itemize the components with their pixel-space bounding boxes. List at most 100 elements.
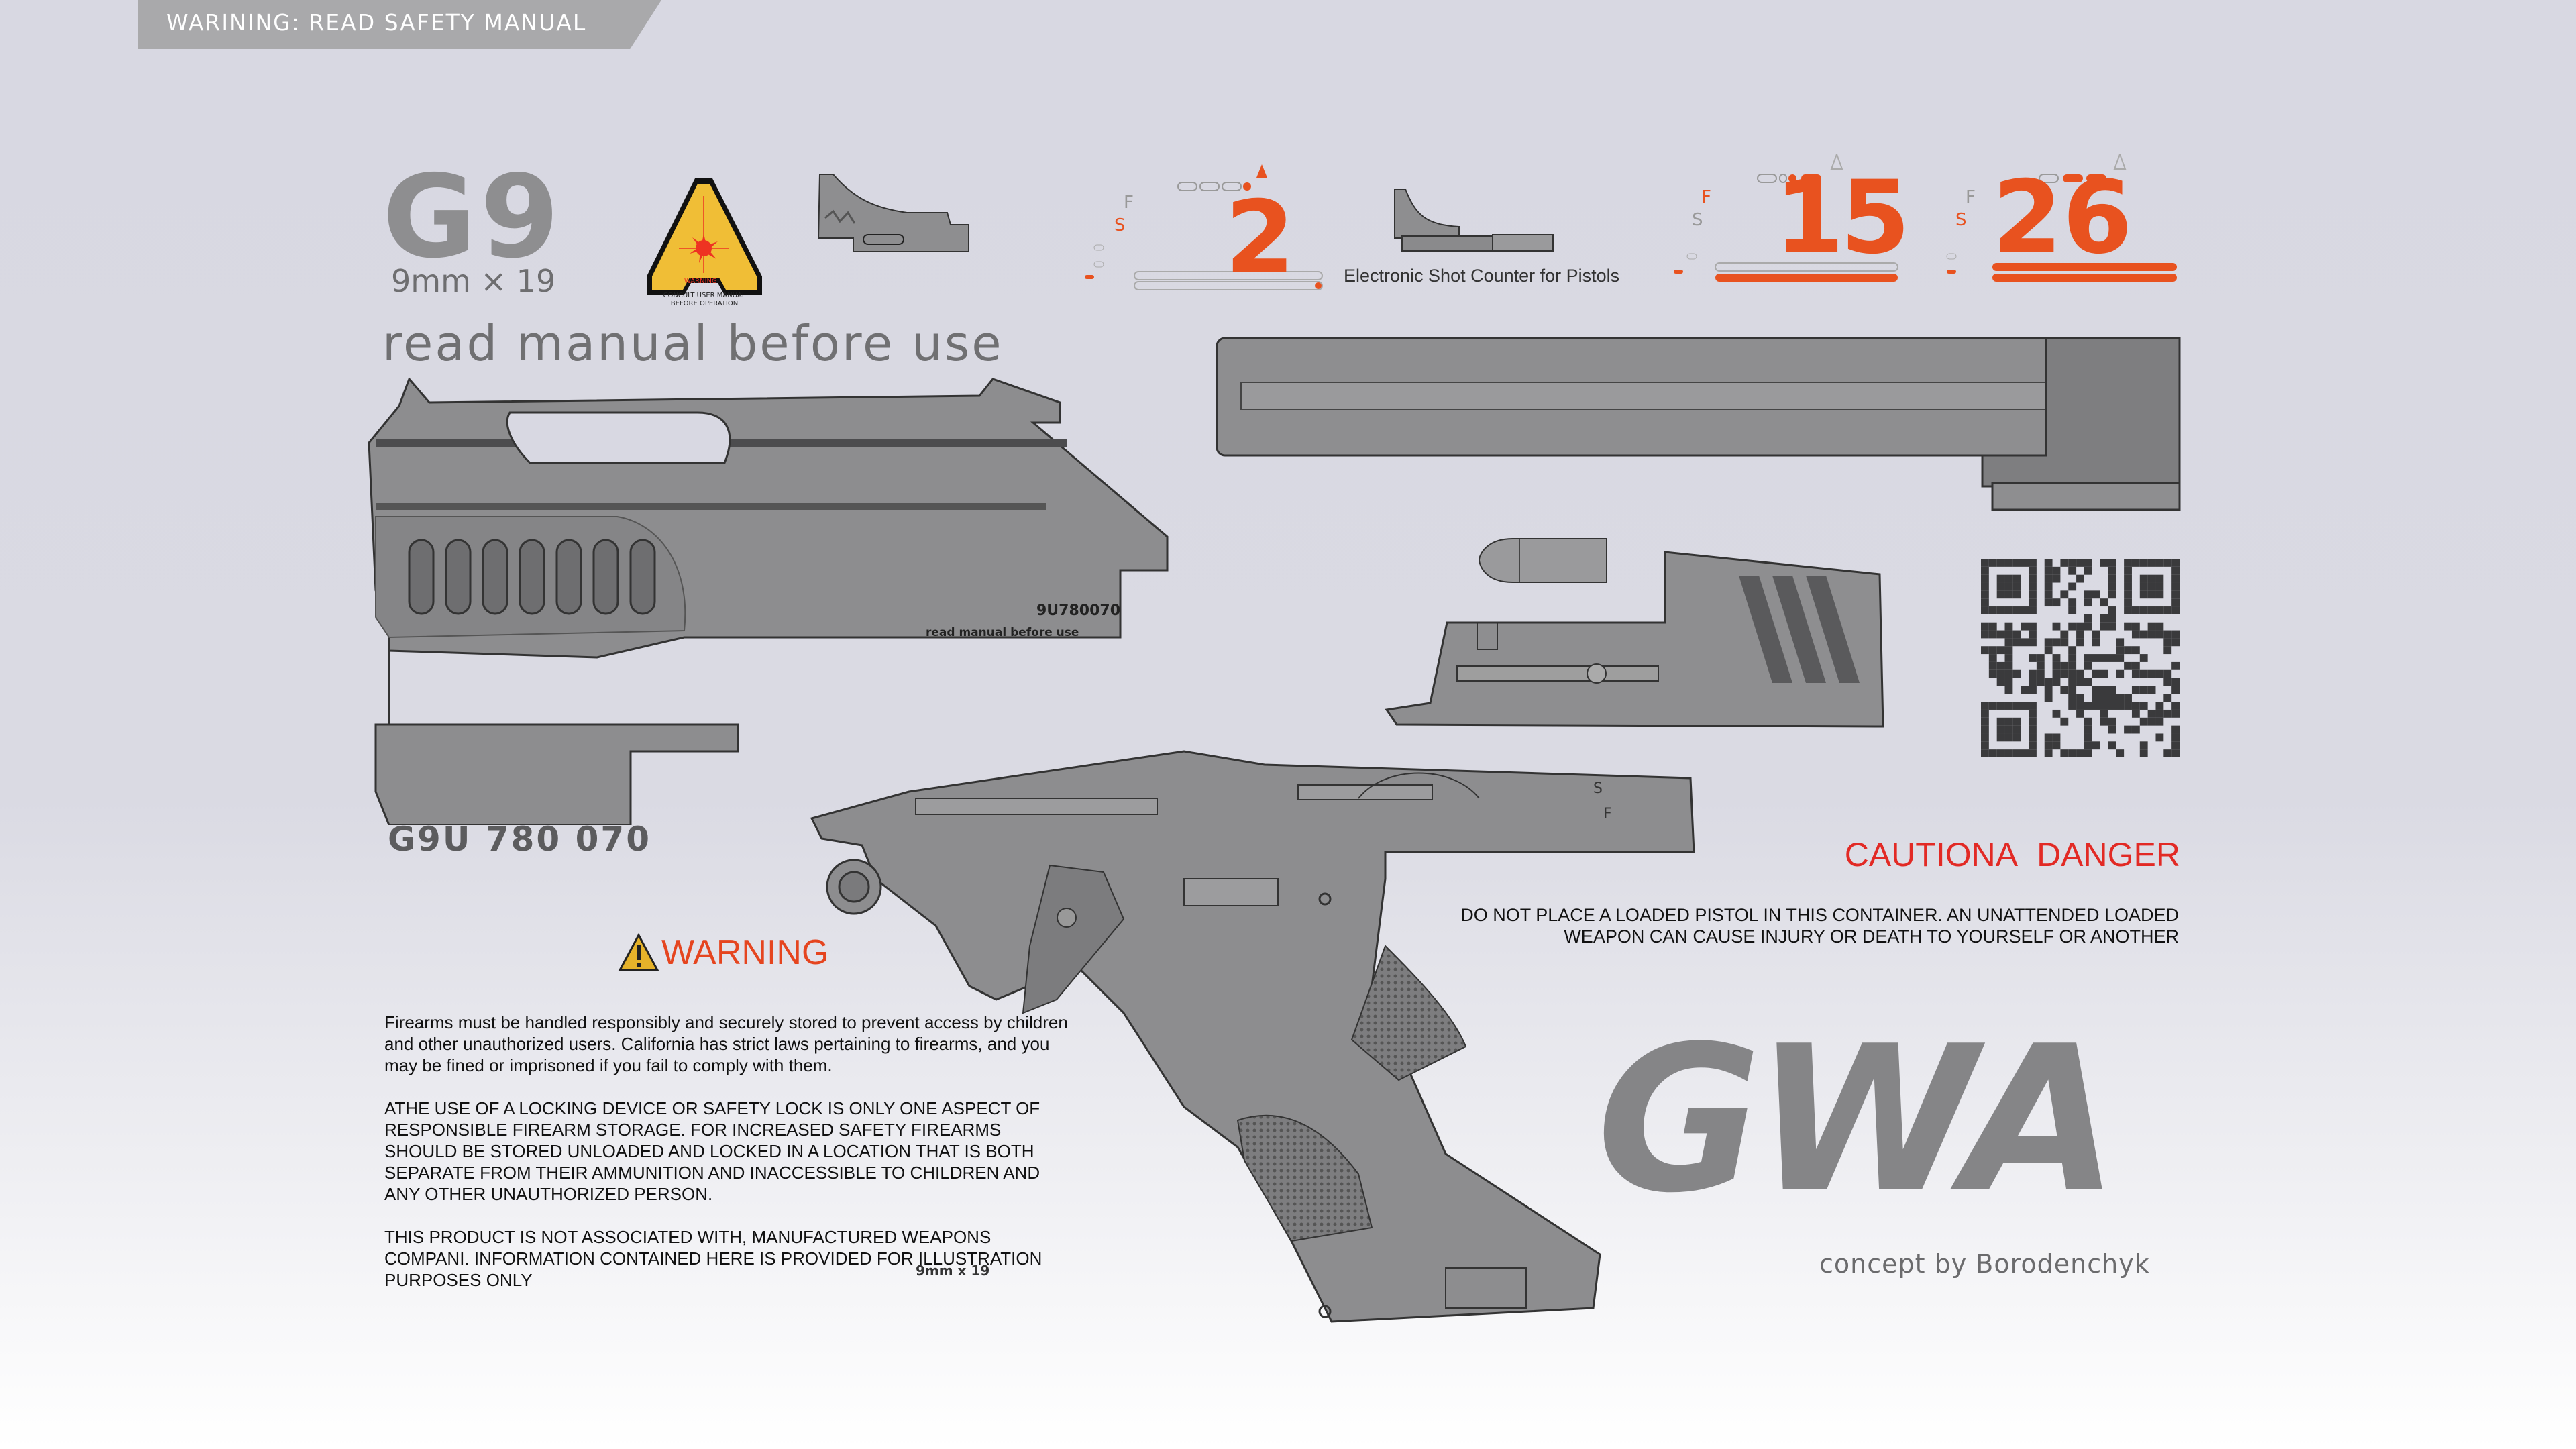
qr-module <box>2021 702 2029 710</box>
qr-module <box>2012 630 2021 639</box>
qr-module <box>2044 566 2053 575</box>
qr-module <box>2131 646 2140 655</box>
qr-module <box>2076 638 2084 647</box>
qr-module <box>1981 598 1989 607</box>
qr-module <box>2171 678 2180 686</box>
qr-module <box>2004 725 2013 734</box>
warning-paragraph: Firearms must be handled responsibly and… <box>384 1012 1068 1075</box>
warning-body: Firearms must be handled responsibly and… <box>384 1012 1069 1312</box>
pistol-frame-image <box>810 750 1695 1323</box>
qr-module <box>1996 725 2005 734</box>
qr-module <box>2052 598 2061 607</box>
qr-module <box>2131 630 2140 639</box>
qr-module <box>2092 741 2100 750</box>
qr-module <box>2068 598 2077 607</box>
qr-module <box>2163 694 2172 702</box>
qr-module <box>2029 733 2037 742</box>
qr-module <box>2139 582 2148 591</box>
qr-module <box>2108 686 2116 694</box>
slide-image <box>368 377 1169 825</box>
counter-value: 2 <box>1225 180 1295 297</box>
qr-module <box>2124 566 2132 575</box>
qr-module <box>2004 717 2013 726</box>
qr-module <box>2108 694 2116 702</box>
qr-module <box>2029 582 2037 591</box>
counter-indicators <box>1674 154 1898 282</box>
qr-module <box>2116 702 2125 710</box>
qr-module <box>2068 702 2077 710</box>
qr-module <box>1988 661 1997 670</box>
qr-module <box>2084 702 2092 710</box>
qr-module <box>2139 686 2148 694</box>
qr-module <box>2076 678 2084 686</box>
qr-module <box>2131 709 2140 718</box>
qr-module <box>2044 559 2053 567</box>
qr-module <box>2004 654 2013 662</box>
qr-module <box>2163 638 2172 647</box>
qr-module <box>2012 717 2021 726</box>
qr-module <box>2052 669 2061 678</box>
banner-text: WARINING: READ SAFETY MANUAL <box>166 9 587 36</box>
qr-module <box>2171 559 2180 567</box>
qr-module <box>2029 598 2037 607</box>
qr-code[interactable] <box>1981 559 2180 757</box>
qr-module <box>1981 646 1989 655</box>
qr-module <box>2163 559 2172 567</box>
qr-module <box>1981 630 1989 639</box>
qr-module <box>2100 669 2108 678</box>
qr-module <box>1981 749 1989 757</box>
qr-module <box>2147 574 2156 583</box>
qr-module <box>2131 669 2140 678</box>
qr-module <box>2068 582 2077 591</box>
qr-module <box>2100 598 2108 607</box>
qr-module <box>2068 749 2077 757</box>
qr-module <box>1988 749 1997 757</box>
qr-module <box>2004 646 2013 655</box>
qr-module <box>2068 566 2077 575</box>
qr-module <box>2004 590 2013 599</box>
qr-module <box>2021 559 2029 567</box>
qr-module <box>2108 566 2116 575</box>
qr-module <box>2147 559 2156 567</box>
qr-module <box>2044 638 2053 647</box>
qr-module <box>2084 661 2092 670</box>
qr-module <box>2084 566 2092 575</box>
qr-module <box>2116 669 2125 678</box>
qr-module <box>2100 614 2108 623</box>
qr-module <box>2100 717 2108 726</box>
qr-module <box>2060 686 2069 694</box>
qr-module <box>2029 566 2037 575</box>
qr-module <box>2052 741 2061 750</box>
qr-module <box>2029 669 2037 678</box>
qr-module <box>2029 654 2037 662</box>
qr-module <box>2147 622 2156 631</box>
qr-module <box>2139 630 2148 639</box>
qr-module <box>2068 669 2077 678</box>
qr-module <box>2092 669 2100 678</box>
qr-module <box>1996 646 2005 655</box>
safety-banner: WARINING: READ SAFETY MANUAL <box>138 0 661 49</box>
qr-module <box>2068 606 2077 614</box>
qr-module <box>2155 717 2164 726</box>
qr-module <box>2155 630 2164 639</box>
qr-module <box>1996 630 2005 639</box>
qr-module <box>1981 606 1989 614</box>
qr-module <box>2084 614 2092 623</box>
danger-notice: DO NOT PLACE A LOADED PISTOL IN THIS CON… <box>1460 905 2179 947</box>
qr-module <box>2092 694 2100 702</box>
qr-module <box>2092 638 2100 647</box>
qr-module <box>2163 646 2172 655</box>
logo-warning-text: WARNING <box>684 278 717 285</box>
frame-engraving: 9mm x 19 <box>916 1263 990 1279</box>
qr-module <box>2044 598 2053 607</box>
shot-counter-label: Electronic Shot Counter for Pistols <box>1344 266 1620 286</box>
qr-module <box>2060 559 2069 567</box>
qr-module <box>2084 598 2092 607</box>
qr-module <box>2029 590 2037 599</box>
qr-module <box>2124 559 2132 567</box>
qr-module <box>2139 590 2148 599</box>
qr-module <box>2171 638 2180 647</box>
qr-module <box>2171 702 2180 710</box>
danger-label: DANGER <box>2037 836 2180 873</box>
qr-module <box>2155 733 2164 742</box>
